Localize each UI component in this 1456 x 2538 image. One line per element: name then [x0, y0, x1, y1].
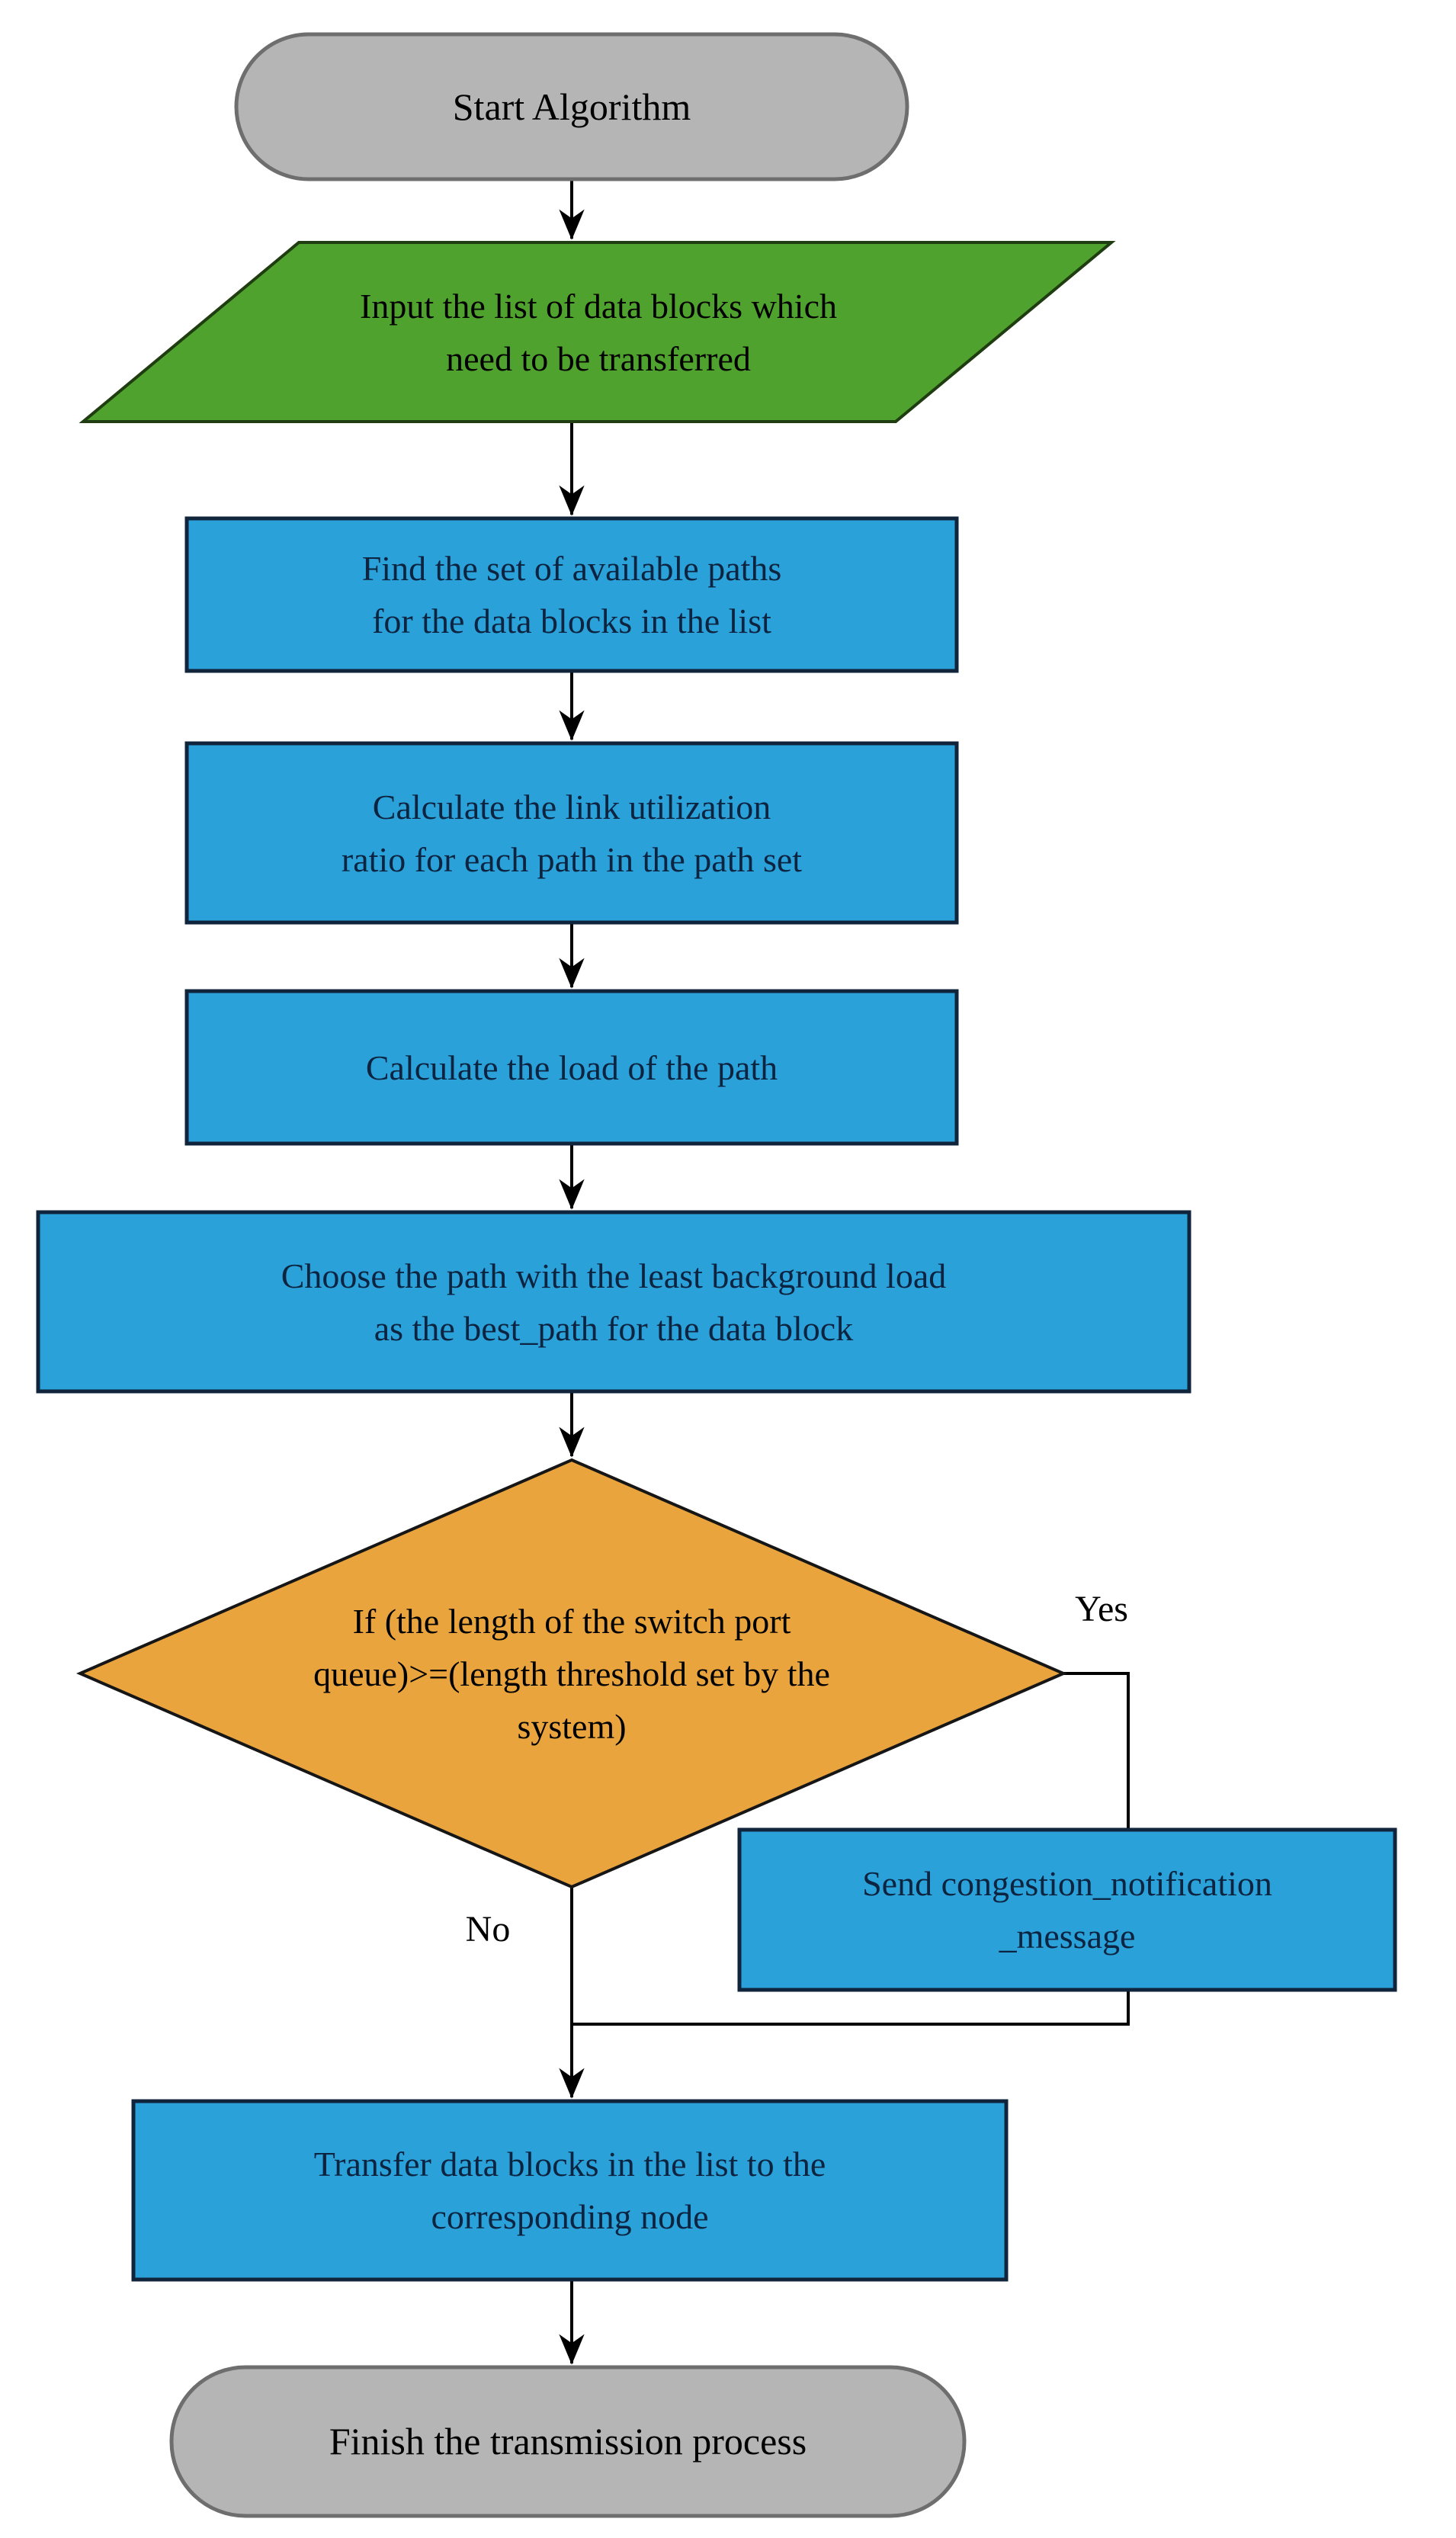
find-paths-process-shape [184, 516, 959, 673]
transfer-process-shape [131, 2099, 1009, 2282]
start-terminator-shape [234, 32, 909, 181]
edge-yes-to-congestion [1063, 1672, 1130, 1828]
finish-terminator-shape [169, 2365, 967, 2518]
link-utilization-process-shape [184, 741, 959, 925]
edge-congestion-merge [570, 1991, 1130, 2026]
input-parallelogram-shape [79, 241, 1116, 423]
congestion-process-shape [737, 1827, 1397, 1992]
path-load-process-shape [184, 989, 959, 1146]
queue-check-decision-shape [75, 1458, 1068, 1889]
choose-path-process-shape [36, 1210, 1191, 1394]
